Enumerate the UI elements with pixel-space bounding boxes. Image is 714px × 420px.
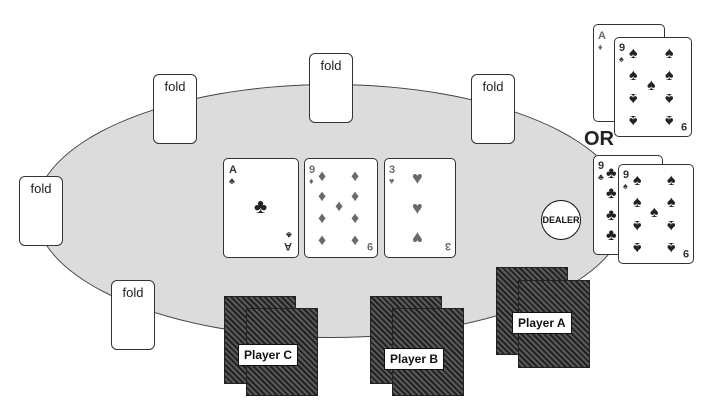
player-a-label: Player A: [512, 312, 572, 334]
card-rank: A: [598, 30, 606, 42]
spade-icon: ♠: [667, 194, 676, 211]
card-rank: 9: [619, 42, 626, 54]
fold-label: fold: [30, 181, 52, 196]
spade-icon: ♠: [647, 77, 656, 94]
card-rank: 9: [598, 160, 605, 172]
community-card-nine-diamonds: 9 ♦ ♦ ♦ ♦ ♦ ♦ ♦ ♦ ♦ ♦ 9: [304, 158, 378, 258]
club-icon: ♣: [254, 196, 268, 218]
spade-icon: ♠: [629, 45, 638, 62]
spade-icon: ♠: [629, 112, 638, 129]
spade-icon: ♠: [633, 217, 642, 234]
club-icon: ♣: [606, 165, 617, 182]
spade-icon: ♠: [667, 239, 676, 256]
card-rank: 3: [389, 164, 396, 176]
club-icon: ♣: [606, 227, 617, 244]
spade-icon: ♠: [629, 67, 638, 84]
card-rank: 9: [623, 169, 630, 181]
folded-seat-top-center: fold: [309, 53, 353, 123]
diamond-icon: ♦: [318, 188, 327, 205]
card-rank: 9: [366, 240, 373, 252]
club-icon: ♣: [606, 185, 617, 202]
spade-icon: ♠: [665, 90, 674, 107]
card-rank: A: [284, 240, 292, 252]
heart-icon: ♥: [412, 228, 423, 248]
folded-seat-left: fold: [19, 176, 63, 246]
diamond-icon: ♦: [318, 168, 327, 185]
card-rank: 9: [682, 247, 689, 259]
spade-icon: ♠: [665, 67, 674, 84]
folded-seat-bottom-left: fold: [111, 280, 155, 350]
spade-icon: ♠: [633, 239, 642, 256]
community-card-ace-clubs: A ♣ ♣ A ♣: [223, 158, 299, 258]
player-b-label: Player B: [384, 348, 445, 370]
folded-seat-top-left: fold: [153, 74, 197, 144]
spade-icon: ♠: [619, 54, 624, 64]
diamond-icon: ♦: [351, 168, 360, 185]
folded-seat-top-right: fold: [471, 74, 515, 144]
card-rank: 9: [680, 120, 687, 132]
diamond-icon: ♦: [351, 232, 360, 249]
fold-label: fold: [320, 58, 342, 73]
diamond-icon: ♦: [335, 198, 344, 215]
card-rank: A: [229, 164, 237, 176]
heart-icon: ♥: [412, 198, 423, 218]
fold-label: fold: [164, 79, 186, 94]
community-card-three-hearts: 3 ♥ ♥ ♥ ♥ 3: [384, 158, 456, 258]
spade-icon: ♠: [629, 90, 638, 107]
card-rank: 9: [309, 164, 316, 176]
diamond-icon: ♦: [309, 176, 314, 186]
card-rank: 3: [444, 240, 451, 252]
option-card-nine-spades-2: 9 ♠ ♠ ♠ ♠ ♠ ♠ ♠ ♠ ♠ ♠ 9: [618, 164, 694, 264]
fold-label: fold: [122, 285, 144, 300]
spade-icon: ♠: [667, 172, 676, 189]
dealer-button: DEALER: [541, 200, 581, 240]
club-icon: ♣: [286, 230, 292, 240]
spade-icon: ♠: [665, 112, 674, 129]
diamond-icon: ♦: [318, 232, 327, 249]
spade-icon: ♠: [650, 204, 659, 221]
club-icon: ♣: [598, 172, 604, 182]
club-icon: ♣: [606, 207, 617, 224]
diamond-icon: ♦: [318, 210, 327, 227]
spade-icon: ♠: [623, 181, 628, 191]
spade-icon: ♠: [633, 194, 642, 211]
heart-icon: ♥: [412, 168, 423, 188]
fold-label: fold: [482, 79, 504, 94]
spade-icon: ♠: [667, 217, 676, 234]
heart-icon: ♥: [389, 176, 395, 186]
or-separator: OR: [584, 128, 614, 150]
diamond-icon: ♦: [351, 188, 360, 205]
player-c-label: Player C: [238, 344, 299, 366]
spade-icon: ♠: [633, 172, 642, 189]
option-card-nine-spades: 9 ♠ ♠ ♠ ♠ ♠ ♠ ♠ ♠ ♠ ♠ 9: [614, 37, 692, 137]
spade-icon: ♠: [665, 45, 674, 62]
diamond-icon: ♦: [351, 210, 360, 227]
club-icon: ♣: [229, 176, 235, 186]
diamond-icon: ♦: [598, 42, 603, 52]
